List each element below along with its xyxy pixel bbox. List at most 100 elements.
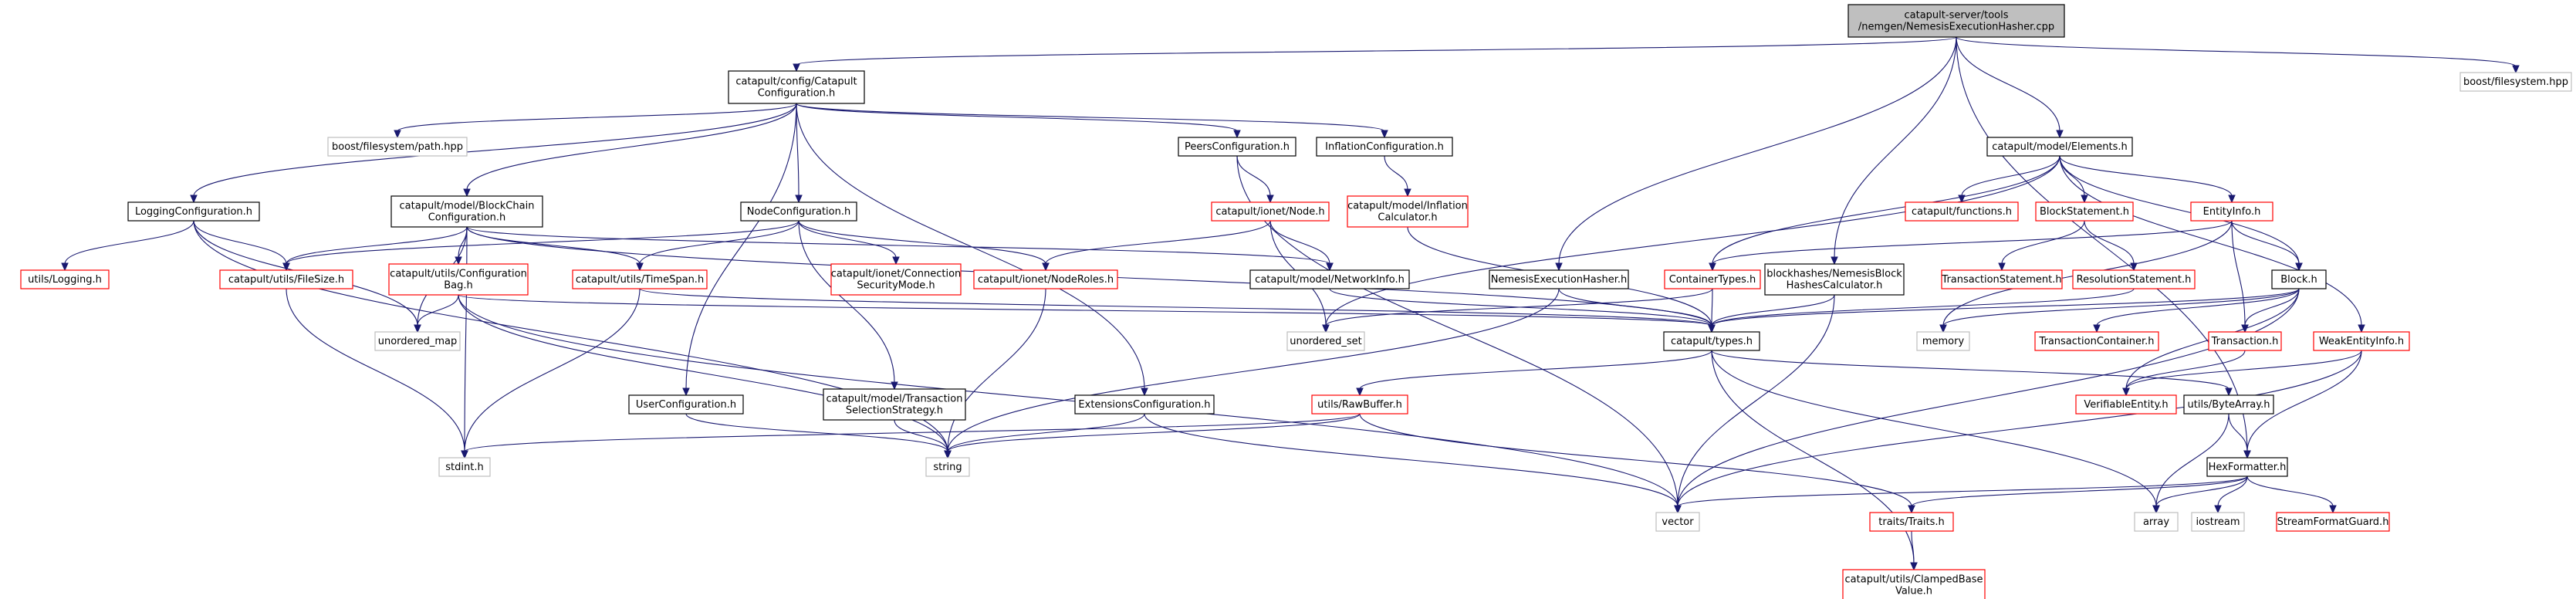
edge-catcfg-nodecfg bbox=[795, 103, 803, 204]
node-ionode[interactable]: catapult/ionet/Node.h bbox=[1211, 201, 1330, 222]
edge-bccfg-stdint bbox=[461, 226, 468, 459]
node-nemhasher[interactable]: NemesisExecutionHasher.h bbox=[1489, 269, 1629, 289]
node-box bbox=[2206, 457, 2288, 477]
edge-arrowhead bbox=[463, 188, 471, 198]
node-label: catapult/ionet/Connection bbox=[831, 269, 962, 280]
node-peerscfg[interactable]: PeersConfiguration.h bbox=[1178, 137, 1296, 157]
edge-nodecfg-filesize bbox=[282, 220, 800, 272]
edge-line bbox=[286, 220, 800, 265]
node-box bbox=[1249, 269, 1410, 289]
node-box bbox=[2191, 512, 2245, 532]
node-label: NemesisExecutionHasher.h bbox=[1491, 274, 1628, 286]
node-verifiable[interactable]: VerifiableEntity.h bbox=[2075, 394, 2177, 415]
node-txstmt[interactable]: TransactionStatement.h bbox=[1941, 269, 2063, 289]
node-blockstmt[interactable]: BlockStatement.h bbox=[2035, 201, 2134, 222]
node-box bbox=[830, 263, 962, 296]
node-label: Calculator.h bbox=[1378, 212, 1437, 224]
node-filesize[interactable]: catapult/utils/FileSize.h bbox=[219, 269, 353, 289]
node-fsys: boost/filesystem.hpp bbox=[2459, 72, 2572, 92]
edge-noderoles-string bbox=[944, 288, 1046, 459]
node-box bbox=[1986, 137, 2133, 157]
node-nodecfg[interactable]: NodeConfiguration.h bbox=[740, 201, 857, 222]
node-rawbuffer[interactable]: utils/RawBuffer.h bbox=[1311, 394, 1408, 415]
node-types[interactable]: catapult/types.h bbox=[1663, 331, 1760, 351]
node-logcfg[interactable]: LoggingConfiguration.h bbox=[127, 201, 260, 222]
node-label: utils/Logging.h bbox=[28, 274, 102, 286]
node-transaction[interactable]: Transaction.h bbox=[2208, 331, 2282, 351]
node-box bbox=[728, 70, 865, 104]
node-streamfmt[interactable]: StreamFormatGuard.h bbox=[2276, 512, 2390, 532]
node-functions[interactable]: catapult/functions.h bbox=[1905, 201, 2019, 222]
edge-catcfg-bccfg bbox=[463, 103, 797, 198]
node-entityinfo[interactable]: EntityInfo.h bbox=[2190, 201, 2273, 222]
node-label: catapult/model/NetworkInfo.h bbox=[1255, 274, 1405, 286]
edge-arrowhead bbox=[461, 450, 468, 459]
node-resstmt[interactable]: ResolutionStatement.h bbox=[2072, 269, 2196, 289]
node-extcfg[interactable]: ExtensionsConfiguration.h bbox=[1074, 394, 1215, 415]
node-hexfmt[interactable]: HexFormatter.h bbox=[2206, 457, 2288, 477]
edge-arrowhead bbox=[190, 195, 198, 204]
node-inflcfg[interactable]: InflationConfiguration.h bbox=[1316, 137, 1453, 157]
edge-arrowhead bbox=[682, 387, 690, 397]
edge-line bbox=[1911, 530, 1915, 564]
edge-hexfmt-traits bbox=[1908, 475, 2248, 514]
edge-line bbox=[1911, 475, 2248, 507]
edge-line bbox=[2246, 350, 2362, 452]
edge-catcfg-inflcfg bbox=[796, 103, 1388, 139]
edge-catcfg-logcfg bbox=[190, 103, 797, 204]
node-label: stdint.h bbox=[445, 462, 483, 473]
node-label: HashesCalculator.h bbox=[1787, 280, 1883, 292]
edge-root-hexfmt bbox=[1956, 36, 2251, 459]
node-label: unordered_set bbox=[1290, 336, 1361, 347]
node-box bbox=[1286, 331, 1365, 351]
node-box bbox=[1489, 269, 1629, 289]
edge-hexfmt-array bbox=[2152, 475, 2248, 514]
edge-arrowhead bbox=[1555, 262, 1563, 272]
node-txsel[interactable]: catapult/model/TransactionSelectionStrat… bbox=[823, 388, 966, 421]
edge-line bbox=[947, 288, 1560, 452]
edge-line bbox=[2059, 155, 2300, 265]
edge-line bbox=[1359, 350, 1712, 390]
edge-arrowhead bbox=[1831, 256, 1838, 266]
edge-line bbox=[1712, 155, 2060, 265]
node-traits[interactable]: traits/Traits.h bbox=[1869, 512, 1954, 532]
edge-line bbox=[397, 103, 797, 132]
node-root[interactable]: catapult-server/tools/nemgen/NemesisExec… bbox=[1847, 4, 2065, 38]
node-containertypes[interactable]: ContainerTypes.h bbox=[1664, 269, 1761, 289]
node-label: memory bbox=[1922, 336, 1965, 347]
edge-bytearray-hexfmt bbox=[2228, 413, 2251, 459]
edge-arrowhead bbox=[2358, 324, 2365, 333]
node-netinfo[interactable]: catapult/model/NetworkInfo.h bbox=[1249, 269, 1410, 289]
edge-arrowhead bbox=[2228, 195, 2236, 204]
edge-extcfg-vector bbox=[1144, 413, 1682, 514]
node-usercfg[interactable]: UserConfiguration.h bbox=[628, 394, 744, 415]
edge-logcfg-logging bbox=[61, 220, 194, 272]
edge-elements-weakentity bbox=[2059, 155, 2365, 333]
node-box bbox=[2183, 394, 2274, 415]
node-txcontainer[interactable]: TransactionContainer.h bbox=[2034, 331, 2159, 351]
node-noderoles[interactable]: catapult/ionet/NodeRoles.h bbox=[973, 269, 1118, 289]
edge-line bbox=[1269, 220, 1330, 265]
node-label: Configuration.h bbox=[428, 212, 506, 224]
node-label: catapult/ionet/NodeRoles.h bbox=[978, 274, 1114, 286]
node-weakentity[interactable]: WeakEntityInfo.h bbox=[2313, 331, 2410, 351]
node-logging[interactable]: utils/Logging.h bbox=[20, 269, 110, 289]
node-label: catapult/utils/Configuration bbox=[390, 269, 527, 280]
node-bytearray[interactable]: utils/ByteArray.h bbox=[2183, 394, 2274, 415]
node-box bbox=[2134, 512, 2179, 532]
edge-line bbox=[947, 413, 1145, 452]
node-elements[interactable]: catapult/model/Elements.h bbox=[1986, 137, 2133, 157]
edge-line bbox=[458, 294, 1678, 507]
node-blockhashes[interactable]: blockhashes/NemesisBlockHashesCalculator… bbox=[1764, 263, 1905, 296]
node-label: Configuration.h bbox=[758, 88, 836, 100]
edge-line bbox=[64, 220, 194, 265]
node-block[interactable]: Block.h bbox=[2271, 269, 2327, 289]
node-timespan[interactable]: catapult/utils/TimeSpan.h bbox=[572, 269, 708, 289]
node-box bbox=[127, 201, 260, 222]
